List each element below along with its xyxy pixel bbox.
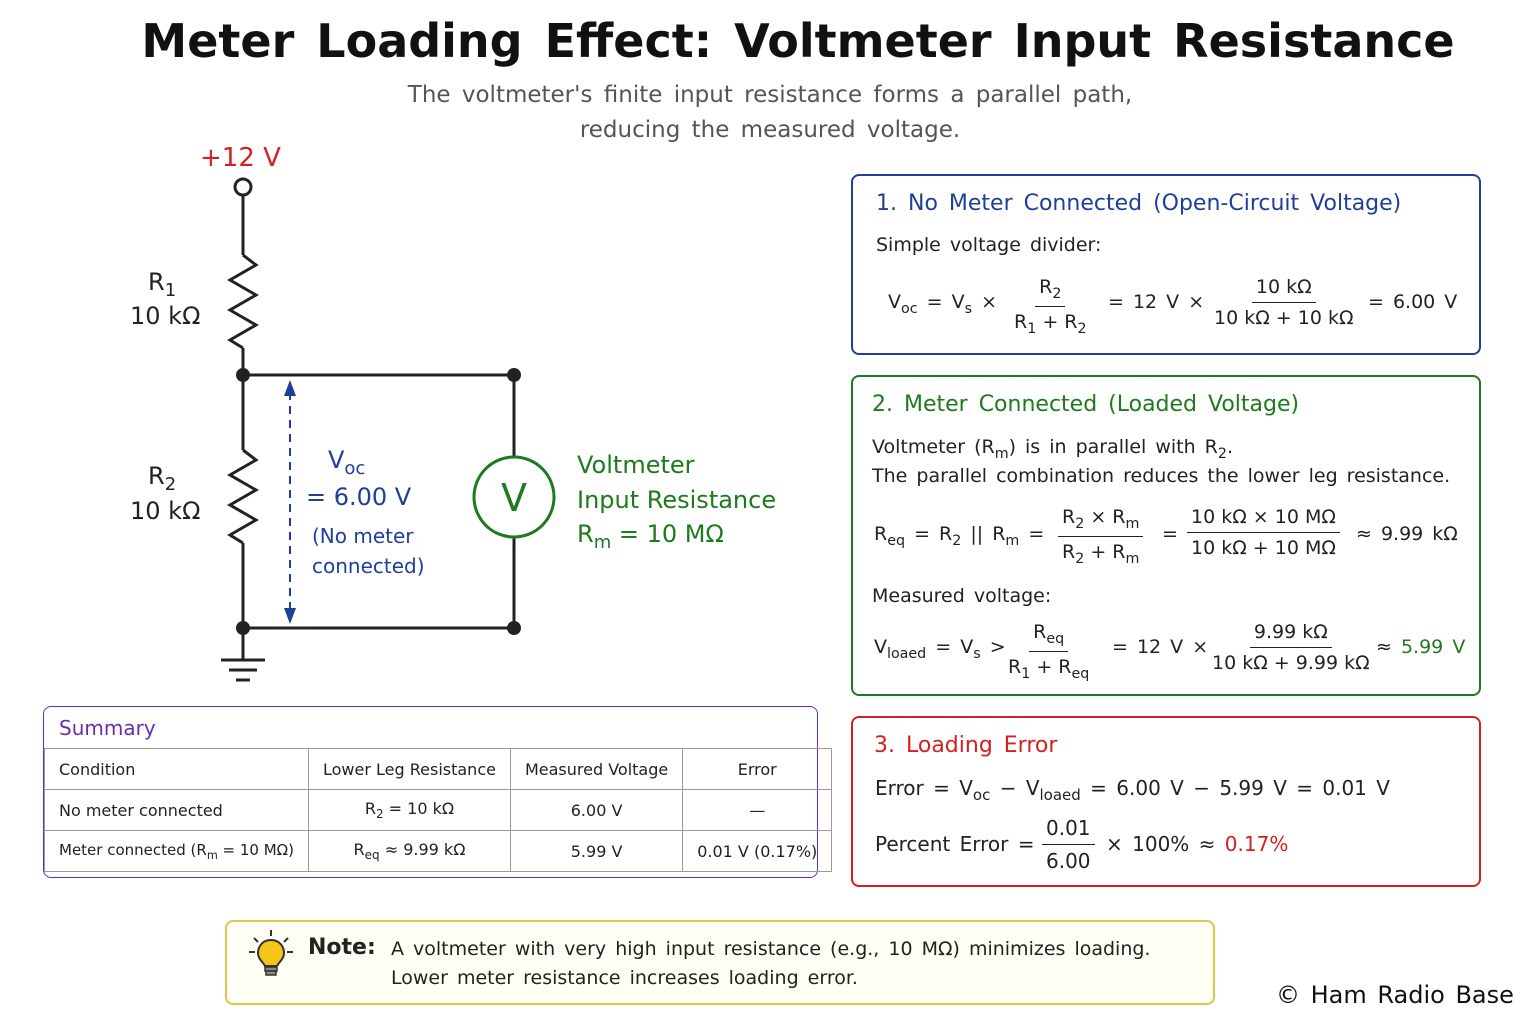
row1-error: — [682, 789, 833, 831]
voc-value: = 6.00 V [306, 483, 412, 511]
subtitle-line-1: The voltmeter's finite input resistance … [407, 82, 1133, 108]
percent-error-label: Percent Error = [875, 832, 1035, 856]
node-dot-top-left [236, 368, 250, 382]
resistor-r1 [226, 253, 260, 350]
panel2-title: 2. Meter Connected (Loaded Voltage) [872, 392, 1300, 417]
header-measured-voltage: Measured Voltage [509, 748, 684, 790]
row1-condition: No meter connected [44, 789, 309, 831]
percent-error-fraction: 0.01 6.00 [1042, 816, 1095, 873]
voc-arrow-up [284, 380, 296, 396]
note-label: Note: [308, 935, 376, 960]
measured-voltage-label: Measured voltage: [872, 585, 1052, 607]
panel2-line-2: The parallel combination reduces the low… [872, 465, 1451, 487]
vloaded-fraction-2: 9.99 kΩ 10 kΩ + 9.99 kΩ [1212, 621, 1370, 674]
voc-note-1: (No meter [312, 524, 414, 548]
summary-title: Summary [59, 716, 156, 740]
r2-label: R2 [148, 462, 177, 495]
voltmeter-circle [472, 455, 556, 539]
panel1-intro: Simple voltage divider: [876, 234, 1102, 256]
note-box [225, 920, 1215, 1005]
lightbulb-icon [249, 930, 293, 976]
voc-label: Voc [328, 446, 366, 479]
table-row: Meter connected (Rm = 10 MΩ) Req ≈ 9.99 … [44, 830, 833, 872]
row1-voltage: 6.00 V [509, 789, 684, 831]
summary-table: Condition Lower Leg Resistance Measured … [44, 748, 833, 872]
row2-error: 0.01 V (0.17%) [682, 830, 833, 872]
req-fraction-1: R2 × Rm R2 + Rm [1058, 506, 1144, 567]
voc-arrow-down [284, 608, 296, 624]
note-line-2: Lower meter resistance increases loading… [391, 967, 858, 989]
panel1-fraction-2: 10 kΩ 10 kΩ + 10 kΩ [1214, 276, 1354, 329]
meter-label-2: Input Resistance [577, 486, 777, 514]
copyright: © Ham Radio Base [1276, 981, 1514, 1009]
r2-value: 10 kΩ [130, 497, 201, 525]
req-equation-lhs: Req = R2 || Rm = [874, 523, 1045, 549]
panel-loading-error [851, 716, 1481, 887]
voc-note-2: connected) [312, 554, 425, 578]
percent-error-result: × 100% ≈ 0.17% [1106, 832, 1289, 856]
vloaded-fraction-1: Req R1 + Req [1008, 621, 1090, 682]
panel1-result: = 6.00 V [1368, 291, 1458, 313]
vloaded-result: ≈ 5.99 V [1376, 636, 1466, 658]
error-equation: Error = Voc − Vloaed = 6.00 V − 5.99 V =… [875, 776, 1390, 804]
rm-label: Rm = 10 MΩ [577, 520, 724, 553]
subtitle-line-2: reducing the measured voltage. [579, 117, 961, 143]
panel3-title: 3. Loading Error [874, 733, 1058, 758]
panel1-lhs: Voc = Vs × [888, 291, 997, 317]
r1-label: R1 [148, 268, 177, 301]
req-eq3: = [1162, 523, 1178, 545]
resistor-r2 [226, 448, 260, 545]
voltmeter-symbol: V [501, 476, 527, 520]
circuit-schematic: V [221, 177, 556, 682]
row2-resistance: Req ≈ 9.99 kΩ [308, 830, 511, 872]
supply-label: +12 V [200, 143, 281, 173]
node-dot-bottom-right [507, 621, 521, 635]
vloaded-eq2: = 12 V × [1112, 636, 1209, 658]
row2-voltage: 5.99 V [509, 830, 684, 872]
header-error: Error [682, 748, 833, 790]
req-fraction-2: 10 kΩ × 10 MΩ 10 kΩ + 10 MΩ [1187, 506, 1340, 559]
table-row: No meter connected R2 = 10 kΩ 6.00 V — [44, 789, 833, 831]
panel1-title: 1. No Meter Connected (Open-Circuit Volt… [876, 191, 1402, 216]
panel-open-circuit [851, 174, 1481, 355]
req-result: ≈ 9.99 kΩ [1356, 523, 1458, 545]
page-subtitle: The voltmeter's finite input resistance … [0, 78, 1536, 148]
panel-loaded [851, 375, 1481, 696]
row1-resistance: R2 = 10 kΩ [308, 789, 511, 831]
meter-label-1: Voltmeter [577, 451, 695, 479]
r1-value: 10 kΩ [130, 302, 201, 330]
row2-condition: Meter connected (Rm = 10 MΩ) [44, 830, 309, 872]
node-dot-top-right [507, 368, 521, 382]
panel1-fraction-1: R2 R1 + R2 [1014, 276, 1087, 337]
page-title: Meter Loading Effect: Voltmeter Input Re… [141, 14, 1455, 68]
supply-terminal [233, 177, 253, 197]
summary-header-row: Condition Lower Leg Resistance Measured … [44, 748, 833, 790]
panel2-line-1: Voltmeter (Rm) is in parallel with R2. [872, 436, 1234, 462]
header-lower-leg: Lower Leg Resistance [308, 748, 511, 790]
node-dot-bottom-left [236, 621, 250, 635]
note-line-1: A voltmeter with very high input resista… [391, 938, 1151, 960]
vloaded-lhs: Vloaed = Vs > [874, 636, 1006, 662]
header-condition: Condition [44, 748, 309, 790]
panel1-eq2: = 12 V × [1108, 291, 1205, 313]
